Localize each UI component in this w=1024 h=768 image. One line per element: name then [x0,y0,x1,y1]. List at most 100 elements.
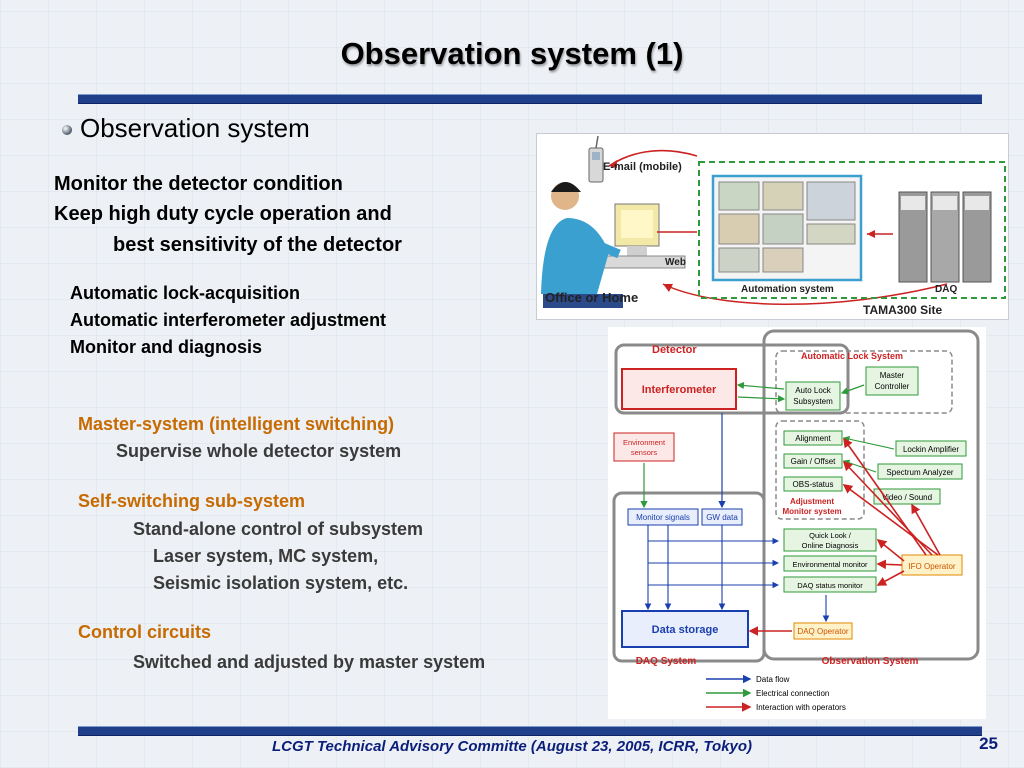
detector-group [614,343,850,415]
control-circuits-desc: Switched and adjusted by master system [133,652,486,672]
gain-offset-box [783,453,843,469]
self-switching-desc: Stand-alone control of subsystem [133,519,424,539]
item-interferometer-adjustment: Automatic interferometer adjustment [70,310,387,330]
daq-status-monitor-box [783,576,877,593]
web-label: Web [665,257,686,268]
operator-interaction-lines [748,437,941,636]
monitor-signals-label: Monitor signals [636,513,690,522]
data-storage-box [621,610,749,648]
item-monitor-diagnosis: Monitor and diagnosis [70,337,262,357]
obs-status-box [783,476,843,492]
footer-text: LCGT Technical Advisory Committe (August… [271,738,753,755]
lockin-to-alignment [842,435,895,450]
auto-lock-subsystem-line1: Auto Lock [795,386,832,395]
footer-rule [78,726,982,736]
autolock-to-ifo [736,381,785,390]
environment-sensors-line2: sensors [631,448,658,457]
legend-electrical: Electrical connection [756,689,829,698]
office-worker-icon [541,182,686,308]
site-boundary [698,161,1006,299]
automation-label: Automation system [741,284,834,295]
quick-look-box [783,528,877,552]
master-system-desc: Supervise whole detector system [116,441,402,461]
control-circuits-title: Control circuits [78,622,212,642]
video-sound-box [873,488,941,505]
self-switching-item-2: Seismic isolation system, etc. [153,573,409,593]
alignment-box [783,430,843,446]
monitor-signals-box [627,508,699,526]
environmental-monitor-label: Environmental monitor [792,560,868,569]
ifo-to-autolock [737,395,786,403]
detector-title: Detector [652,344,697,356]
email-label: E-mail (mobile) [603,161,682,173]
spectrum-analyzer-label: Spectrum Analyzer [886,468,953,477]
legend: Data flow Electrical connection Interact… [706,674,846,712]
adjustment-group [775,420,865,520]
spectrum-analyzer-box [877,463,963,480]
block-diagram-svg: Detector Interferometer Automatic Lock S… [612,329,980,712]
master-controller-line1: Master [880,371,905,380]
self-switching-title: Self-switching sub-system [78,491,306,511]
master-controller-box [865,366,919,396]
environmental-monitor-box [783,555,877,572]
daq-arrow-head [867,230,875,238]
return-arrow [662,283,948,305]
quick-look-line2: Online Diagnosis [802,541,859,550]
gw-data-label: GW data [706,513,738,522]
master-controller-line2: Controller [875,382,910,391]
adjustment-title-line1: Adjustment [790,497,834,506]
daq-system-title: DAQ System [636,656,697,667]
return-arrow-head [663,284,673,292]
illustration-svg: E-mail (mobile) Web Office or Home [541,135,1006,317]
title-rule [78,94,982,104]
slide-title: Observation system (1) [340,36,684,71]
self-switching-item-1: Laser system, MC system, [153,546,379,566]
interferometer-label: Interferometer [642,384,717,396]
interferometer-box [621,368,737,410]
daq-label: DAQ [935,284,957,295]
daq-operator-label: DAQ Operator [797,627,848,636]
observation-system-title: Observation System [822,656,919,667]
daq-server-icon [898,191,992,283]
daq-group [612,491,766,663]
auto-lock-subsystem-box [785,381,841,411]
line-keep: Keep high duty cycle operation and [54,203,392,225]
auto-lock-title: Automatic Lock System [801,351,903,361]
item-lock-acquisition: Automatic lock-acquisition [70,283,301,303]
lockin-amplifier-label: Lockin Amplifier [903,445,959,454]
site-label: TAMA300 Site [863,303,942,317]
email-arrow-head [609,160,617,168]
environment-sensors-line1: Environment [623,438,666,447]
adjustment-title-line2: Monitor system [782,507,841,516]
lockin-amplifier-box [895,440,967,457]
automation-screens [718,181,856,273]
data-flow-lines [644,525,780,611]
office-label: Office or Home [545,290,638,305]
daq-status-monitor-label: DAQ status monitor [797,581,863,590]
auto-lock-group [775,350,953,414]
mobile-phone-icon [588,135,604,183]
legend-interaction: Interaction with operators [756,703,846,712]
section-heading: Observation system [62,113,310,144]
bullet-icon [62,125,72,136]
line-monitor: Monitor the detector condition [54,173,343,195]
video-sound-label: Video / Sound [882,493,932,502]
heading-text: Observation system [80,113,310,143]
gain-offset-label: Gain / Offset [791,457,837,466]
quick-look-line1: Quick Look / [809,531,852,540]
master-system-title: Master-system (intelligent switching) [78,414,395,434]
obs-status-label: OBS-status [793,480,834,489]
tama300-illustration: E-mail (mobile) Web Office or Home [536,133,1009,320]
ifo-operator-label: IFO Operator [908,562,955,571]
line-sensitivity: best sensitivity of the detector [113,234,402,256]
legend-data-flow: Data flow [756,675,790,684]
environment-sensors-box [613,432,675,462]
system-block-diagram: Detector Interferometer Automatic Lock S… [608,327,986,719]
page-number: 25 [979,734,998,753]
auto-lock-subsystem-line2: Subsystem [793,397,833,406]
daq-operator-box [793,622,853,640]
master-to-autolock [840,384,865,395]
data-storage-label: Data storage [652,624,719,636]
observation-group [762,329,980,661]
alignment-label: Alignment [795,434,831,443]
